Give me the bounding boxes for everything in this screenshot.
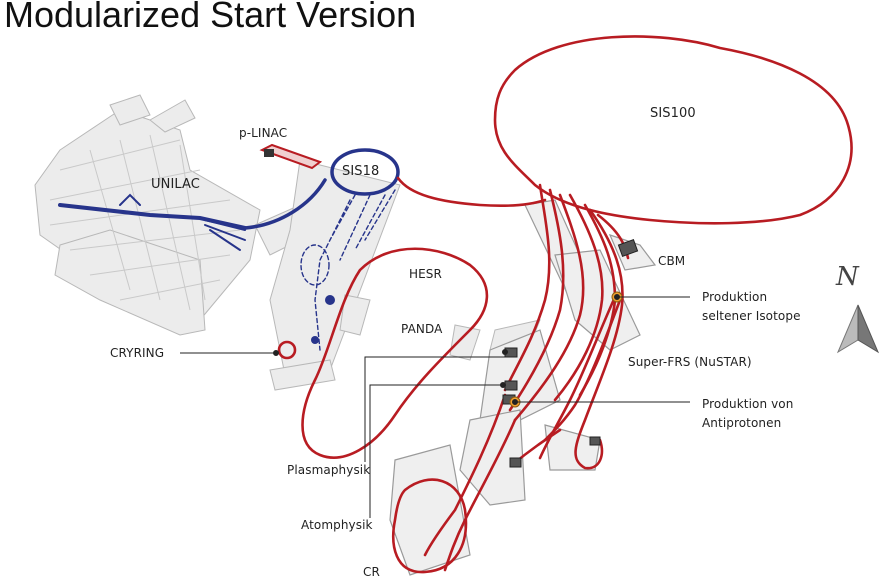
panda-label: PANDA — [401, 322, 442, 336]
north-arrow-icon — [838, 305, 878, 352]
produktion-seltener-label-1: Produktion — [702, 290, 767, 304]
hesr-label: HESR — [409, 267, 442, 281]
p-linac — [262, 145, 320, 168]
atomphysik-label: Atomphysik — [301, 518, 373, 532]
sis18-label: SIS18 — [342, 164, 379, 179]
cr-label: CR — [363, 565, 380, 579]
cbm-label: CBM — [658, 254, 685, 268]
produktion-von-label-2: Antiprotonen — [702, 416, 781, 430]
north-label: N — [836, 262, 859, 292]
sis100-label: SIS100 — [650, 106, 696, 121]
super-frs-label: Super-FRS (NuSTAR) — [628, 355, 752, 369]
produktion-seltener-label-2: seltener Isotope — [702, 309, 801, 323]
plasmaphysik-label: Plasmaphysik — [287, 463, 370, 477]
cryring-label: CRYRING — [110, 346, 164, 360]
p-linac-label: p-LINAC — [239, 126, 287, 140]
unilac-label: UNILAC — [151, 177, 200, 192]
produktion-von-label-1: Produktion von — [702, 397, 793, 411]
